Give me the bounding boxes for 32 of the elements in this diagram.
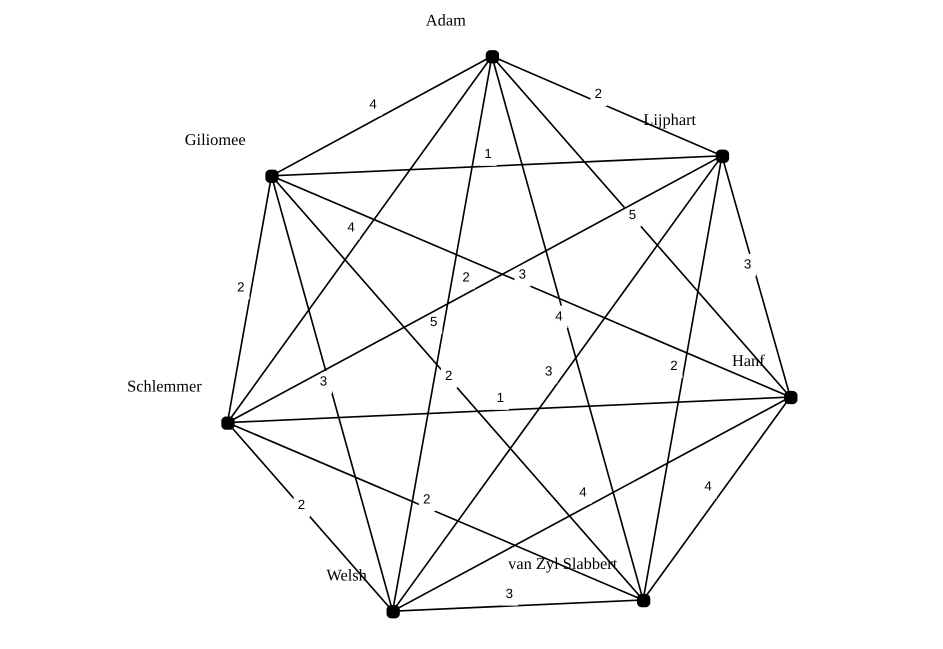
node-circle: [386, 605, 400, 618]
edge-label: 2: [445, 368, 452, 384]
edge-label: 2: [594, 86, 602, 102]
edge-label: 3: [545, 364, 552, 379]
edge-label: 2: [298, 497, 306, 512]
edge-label: 5: [430, 314, 438, 329]
edge-label: 3: [506, 586, 514, 601]
edge-label: 3: [744, 256, 752, 272]
edge-label: 4: [704, 478, 712, 494]
edge-label: 4: [555, 308, 563, 324]
node-circle: [716, 150, 730, 163]
edge-label: 4: [347, 220, 355, 235]
edge-label: 3: [320, 374, 328, 389]
edge-label: 4: [369, 96, 377, 112]
edge-label: 2: [237, 279, 245, 294]
edge-label: 5: [628, 206, 636, 222]
node-circle: [636, 594, 650, 608]
node-circle: [221, 416, 235, 430]
node-label: Schlemmer: [127, 376, 202, 396]
edge-label: 2: [462, 269, 470, 284]
node-circle: [784, 390, 798, 404]
node-circle: [486, 50, 500, 64]
edge-label: 2: [670, 358, 678, 374]
edge-label: 2: [423, 492, 430, 507]
node-label: Adam: [426, 10, 466, 30]
edge-label: 3: [518, 266, 526, 282]
edge-label: 1: [484, 146, 492, 162]
node-label: Lijphart: [643, 110, 696, 129]
edge-label: 4: [579, 484, 587, 500]
edge-label: 1: [496, 390, 504, 406]
node-label: Giliomee: [184, 130, 246, 149]
node-circle: [265, 170, 279, 183]
